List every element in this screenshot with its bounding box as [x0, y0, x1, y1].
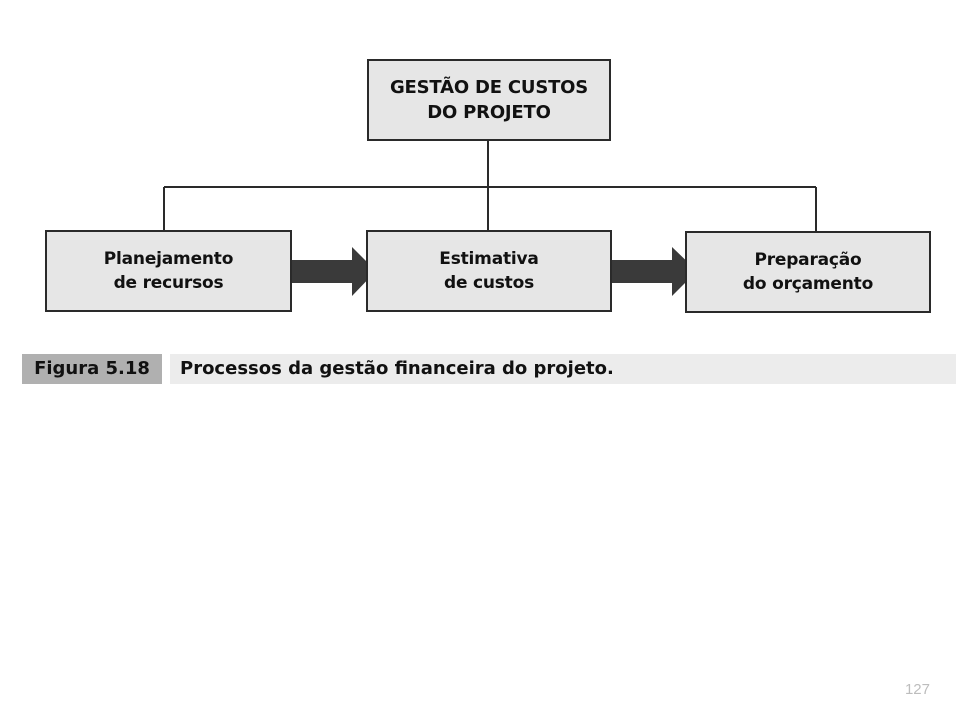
- process-box-line2: do orçamento: [742, 274, 874, 294]
- root-box-line1: GESTÃO DE CUSTOS: [389, 77, 589, 98]
- process-box-estimativa: Estimativa de custos: [366, 230, 612, 312]
- root-box-line2: DO PROJETO: [427, 102, 551, 123]
- root-box-gestao-de-custos: GESTÃO DE CUSTOS DO PROJETO: [367, 59, 611, 141]
- process-box-line1: Preparação: [754, 250, 862, 270]
- process-box-line2: de custos: [443, 273, 535, 293]
- flow-arrow-2: [612, 247, 697, 296]
- figure-caption: Processos da gestão financeira do projet…: [170, 354, 956, 384]
- figure-label: Figura 5.18: [22, 354, 162, 384]
- process-box-line2: de recursos: [113, 273, 224, 293]
- process-box-preparacao: Preparação do orçamento: [685, 231, 931, 313]
- process-box-line1: Planejamento: [103, 249, 234, 269]
- process-box-planejamento: Planejamento de recursos: [45, 230, 292, 312]
- flow-arrow-1: [292, 247, 376, 296]
- page-number: 127: [904, 681, 930, 698]
- process-box-line1: Estimativa: [439, 249, 539, 269]
